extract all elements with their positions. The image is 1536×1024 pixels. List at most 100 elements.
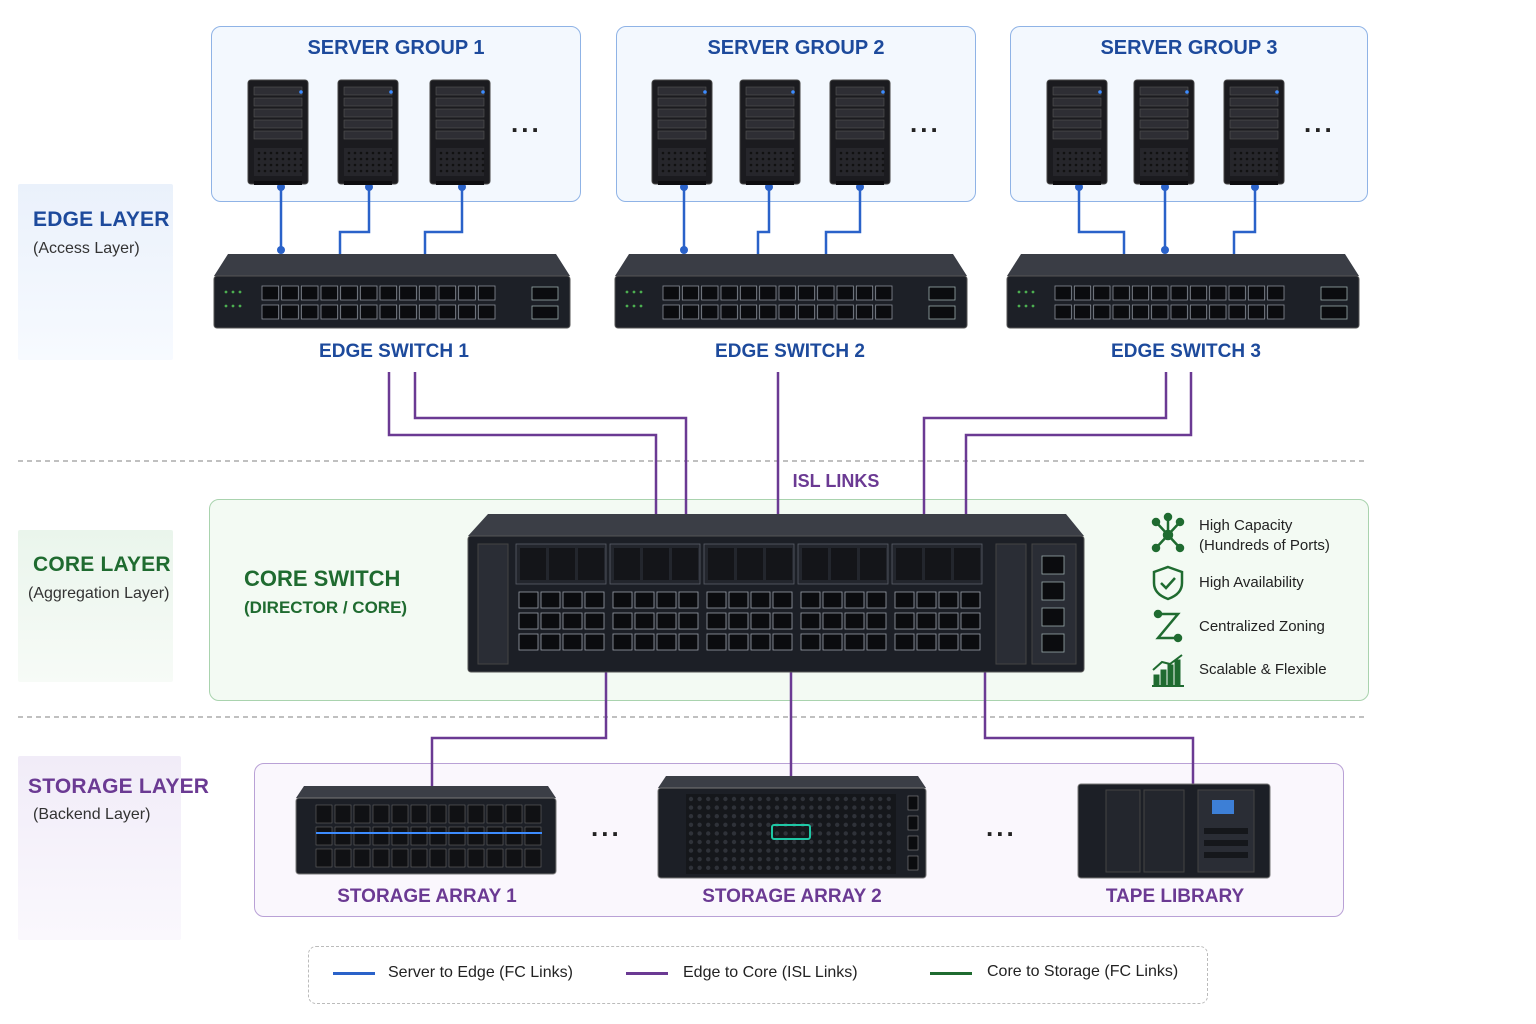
switch-port [1112,285,1130,301]
vent-hole [1086,169,1090,173]
vent-hole [1275,157,1279,161]
vent-hole [1245,157,1249,161]
grille-hole [766,822,771,827]
vent-hole [463,169,467,173]
vent-hole [691,163,695,167]
grille-hole [843,814,848,819]
switch-led [632,304,636,308]
vent-hole [773,163,777,167]
switch-led [1017,304,1021,308]
vent-hole [481,151,485,155]
switch-port [477,285,496,301]
vent-hole [845,169,849,173]
storage-array-1 [295,786,557,875]
vent-hole [1149,157,1153,161]
vent-hole [451,157,455,161]
vent-hole [869,151,873,155]
grille-hole [852,796,857,802]
vent-hole [679,169,683,173]
vent-hole [1239,157,1243,161]
switch-port [399,285,417,301]
switch-port [855,304,874,320]
switch-port [379,304,398,320]
vent-hole [1275,169,1279,173]
drive-bay [1229,130,1279,140]
core-port [822,591,843,609]
core-port [800,633,821,651]
server-foot [746,181,794,185]
vent-hole [293,163,297,167]
vent-hole [785,157,789,161]
vent-hole [445,151,449,155]
vent-hole [685,157,689,161]
switch-port [1189,304,1208,320]
mgmt-port [1041,607,1065,627]
isl-link [413,372,688,518]
core-switch-title: CORE SWITCH [244,566,401,591]
grille-hole [860,857,866,862]
vent-hole [1080,157,1084,161]
grille-hole [783,848,788,853]
core-control-module [477,543,509,665]
fan-slot [896,548,922,580]
server-tower [1223,79,1285,185]
vent-hole [1251,157,1255,161]
grille-hole [697,805,702,810]
isl-link [387,372,658,518]
grille-hole [688,848,694,853]
vent-hole [1173,163,1177,167]
drive-bay [745,108,795,118]
drive-slot [448,848,466,868]
grille-hole [843,805,848,810]
vent-hole [389,169,393,173]
vent-hole [347,157,351,161]
switch-port [438,285,457,301]
grille-hole [886,805,891,810]
vent-hole [359,163,363,167]
vent-hole [875,169,879,173]
grille-hole [826,822,831,827]
grille-hole [843,796,848,802]
server-foot [836,181,884,185]
vent-hole [1239,169,1243,173]
grille-hole [706,831,711,836]
fan-slot [831,548,857,580]
uplink-port [1320,286,1348,301]
vent-hole [863,163,867,167]
grille-hole [817,805,823,810]
grille-hole [749,857,754,862]
grille-hole [852,839,857,845]
grille-hole [723,865,728,870]
link-node [1161,246,1169,254]
status-led [1098,90,1102,94]
vent-hole [475,151,479,155]
drive-slot [391,848,409,868]
switch-port [817,285,835,301]
drive-bay [1139,130,1189,140]
vent-hole [275,169,279,173]
fan-slot [954,548,980,580]
grille-hole [835,848,840,853]
switch-port [477,304,496,320]
switch-port [300,304,319,320]
grille-hole [749,831,754,836]
grille-hole [886,857,891,862]
vent-hole [1269,157,1273,161]
vent-hole [679,163,683,167]
grille-hole [706,857,711,862]
legend-line-isl [626,972,668,975]
vent-hole [1143,163,1147,167]
vent-hole [673,163,677,167]
grille-hole [886,848,891,853]
vent-hole [691,169,695,173]
vent-hole [1161,151,1165,155]
vent-hole [1074,151,1078,155]
server-tower [829,79,891,185]
drive-bay [1052,97,1102,107]
switch-port [418,285,437,301]
growth-chart-icon [1152,654,1184,687]
fan-slot [614,548,640,580]
grille-hole [800,831,805,836]
vent-hole [347,163,351,167]
vent-hole [1257,157,1261,161]
